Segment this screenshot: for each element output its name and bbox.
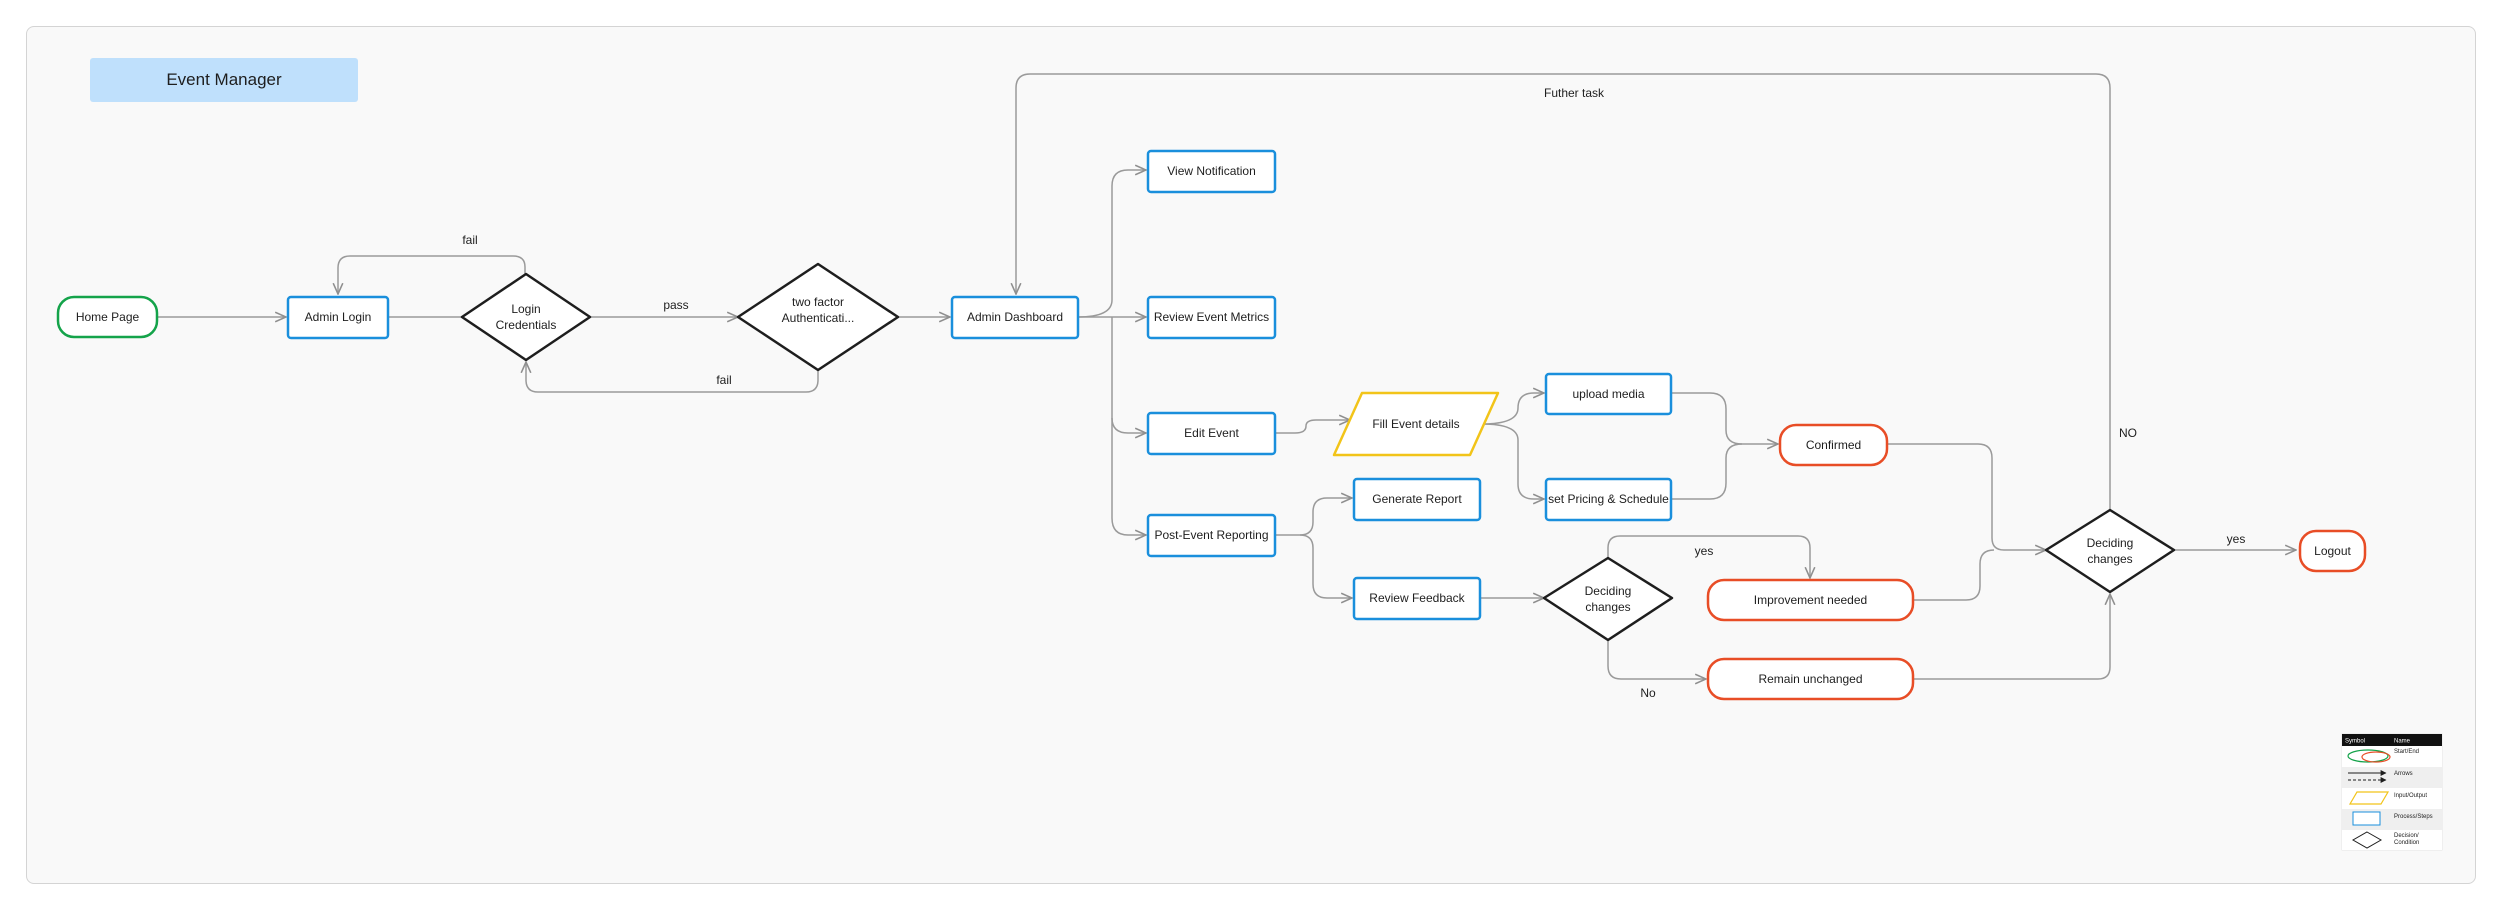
node-two-factor: two factor Authenticati...	[736, 262, 900, 372]
legend-header-symbol: Symbol	[2345, 739, 2365, 745]
node-admin-dashboard: Admin Dashboard	[950, 295, 1080, 340]
svg-text:View Notification: View Notification	[1167, 164, 1256, 178]
node-set-pricing-schedule: set Pricing & Schedule	[1544, 477, 1673, 522]
node-fill-event-details: Fill Event details	[1332, 391, 1500, 457]
legend-input-output-icon	[2348, 791, 2390, 805]
label-fail-top: fail	[462, 233, 477, 247]
svg-text:changes: changes	[2087, 552, 2132, 566]
node-admin-login: Admin Login	[286, 295, 390, 340]
edge-dashboard-branches	[1077, 170, 1146, 318]
node-generate-report: Generate Report	[1352, 477, 1482, 522]
edge-post-to-feedback	[1299, 534, 1352, 598]
node-login-credentials: Login Credentials	[460, 272, 592, 362]
node-improvement-needed: Improvement needed	[1706, 578, 1915, 622]
edge-credentials-fail-top	[338, 255, 526, 294]
node-edit-event: Edit Event	[1146, 411, 1277, 456]
node-view-notification: View Notification	[1146, 149, 1277, 194]
svg-text:Remain unchanged: Remain unchanged	[1758, 672, 1862, 686]
svg-text:Authenticati...: Authenticati...	[782, 311, 855, 325]
svg-text:changes: changes	[1585, 600, 1630, 614]
svg-text:Deciding: Deciding	[1585, 584, 1632, 598]
label-yes-upper: yes	[1695, 544, 1714, 558]
svg-text:Admin Login: Admin Login	[305, 310, 372, 324]
legend-label-input-output: Input/Output	[2394, 793, 2427, 799]
legend-process-icon	[2352, 811, 2381, 826]
svg-text:Edit Event: Edit Event	[1184, 426, 1239, 440]
svg-text:Review Feedback: Review Feedback	[1369, 591, 1465, 605]
label-no-upper: NO	[2119, 426, 2137, 440]
node-review-feedback: Review Feedback	[1352, 576, 1482, 621]
legend: Symbol Name Start/End Arrows Input/Outpu…	[2341, 733, 2443, 851]
legend-decision-icon	[2351, 831, 2383, 849]
svg-text:Credentials: Credentials	[496, 318, 557, 332]
edge-decision2-no-further-task	[1016, 73, 2111, 510]
edge-decision1-no	[1607, 640, 1706, 679]
svg-text:Login: Login	[511, 302, 540, 316]
edge-post-to-generate	[1275, 498, 1352, 536]
edge-edit-to-fill	[1275, 420, 1350, 434]
node-home-page: Home Page	[56, 295, 159, 339]
legend-label-arrows: Arrows	[2394, 771, 2413, 777]
label-no-lower: No	[1640, 686, 1656, 700]
node-upload-media: upload media	[1544, 372, 1673, 416]
edge-confirmed-to-decision2	[1887, 443, 2046, 550]
svg-text:Home Page: Home Page	[76, 310, 140, 324]
legend-header-name: Name	[2394, 739, 2411, 745]
node-remain-unchanged: Remain unchanged	[1706, 657, 1915, 701]
node-confirmed: Confirmed	[1778, 423, 1889, 467]
edge-fill-to-pricing	[1481, 423, 1544, 499]
svg-text:two factor: two factor	[792, 295, 844, 309]
svg-text:Fill Event details: Fill Event details	[1372, 417, 1459, 431]
legend-start-end-icon	[2347, 749, 2389, 763]
edge-fill-to-upload	[1481, 393, 1544, 425]
edge-twofactor-fail-bottom	[526, 362, 819, 393]
node-deciding-changes-2: Deciding changes	[2044, 508, 2176, 594]
edge-pricing-to-confirmed	[1671, 443, 1743, 500]
edge-decision1-yes	[1607, 535, 1810, 578]
legend-label-start-end: Start/End	[2394, 749, 2419, 755]
svg-text:Deciding: Deciding	[2087, 536, 2134, 550]
legend-label-decision: Decision/	[2394, 833, 2419, 839]
node-review-event-metrics: Review Event Metrics	[1146, 295, 1277, 340]
label-fail-bottom: fail	[716, 373, 731, 387]
node-post-event-reporting: Post-Event Reporting	[1146, 513, 1277, 558]
diagram-title: Event Manager	[90, 58, 358, 102]
svg-text:Generate Report: Generate Report	[1372, 492, 1462, 506]
label-further-task: Futher task	[1544, 86, 1605, 100]
node-logout: Logout	[2298, 529, 2367, 573]
svg-text:Admin Dashboard: Admin Dashboard	[967, 310, 1063, 324]
svg-text:Improvement needed: Improvement needed	[1754, 593, 1867, 607]
svg-text:Logout: Logout	[2314, 544, 2351, 558]
svg-text:upload media: upload media	[1572, 387, 1644, 401]
edge-improvement-to-decision2	[1913, 549, 1995, 601]
node-deciding-changes-1: Deciding changes	[1542, 556, 1674, 642]
svg-text:Confirmed: Confirmed	[1806, 438, 1861, 452]
label-yes-logout: yes	[2227, 532, 2246, 546]
edge-upload-to-confirmed	[1671, 392, 1778, 444]
svg-text:set Pricing & Schedule: set Pricing & Schedule	[1548, 492, 1669, 506]
edge-unchanged-to-decision2	[1913, 594, 2110, 680]
svg-text:Review Event Metrics: Review Event Metrics	[1154, 310, 1269, 324]
legend-label-process: Process/Steps	[2394, 814, 2433, 820]
svg-text:Post-Event Reporting: Post-Event Reporting	[1154, 528, 1268, 542]
connectors	[157, 73, 2296, 680]
legend-label-condition: Condition	[2394, 840, 2419, 846]
label-pass: pass	[663, 298, 688, 312]
